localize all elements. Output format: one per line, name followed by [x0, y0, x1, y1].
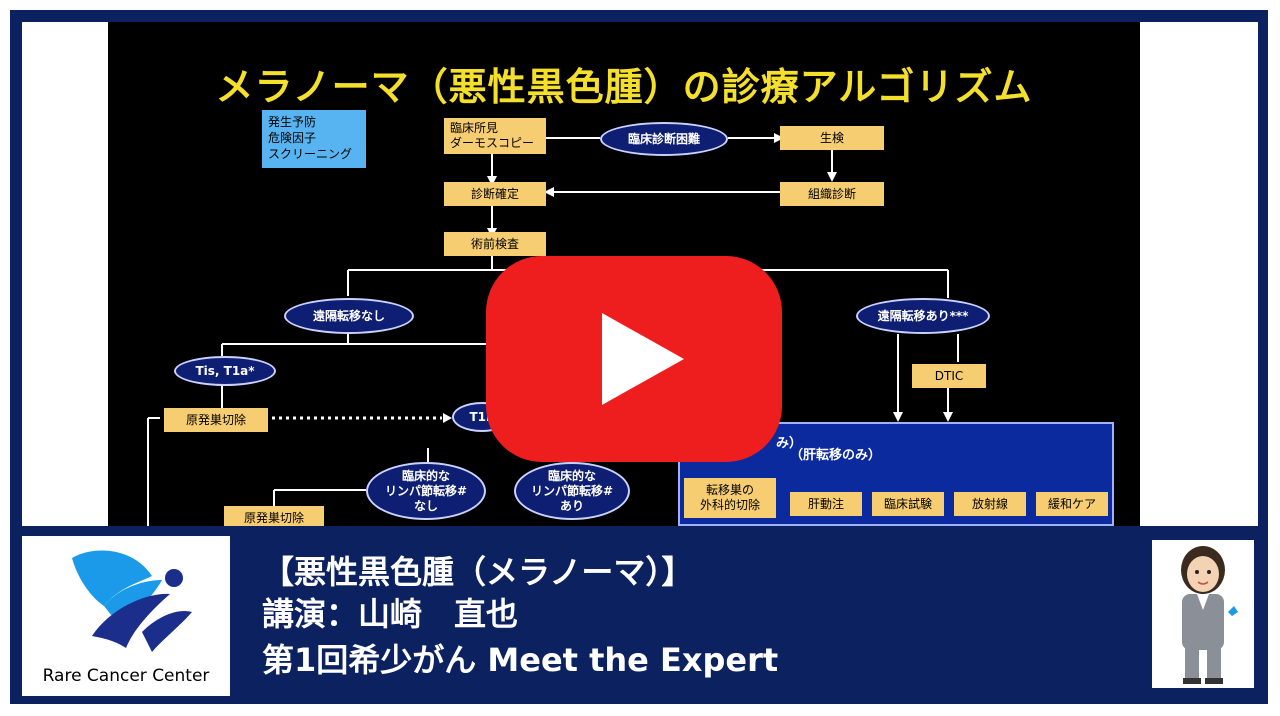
no-distant-metastasis-oval: 遠隔転移なし: [284, 298, 414, 334]
prevention-line: スクリーニング: [268, 147, 353, 161]
logo-text: Rare Cancer Center: [42, 666, 210, 686]
prevention-line: 発生予防: [268, 115, 317, 129]
ln-negative-line: リンパ節転移#: [384, 483, 468, 498]
ln-negative-line: なし: [413, 498, 438, 513]
slide-title: メラノーマ（悪性黒色腫）の診療アルゴリズム: [215, 65, 1033, 109]
treatment-surgery-box: 転移巣の 外科的切除: [684, 478, 776, 518]
preop-exam-box: 術前検査: [444, 232, 546, 256]
ln-positive-line: リンパ節転移#: [530, 483, 614, 498]
caption-line-3: 第1回希少がん Meet the Expert: [262, 641, 779, 679]
treatment-radiation-box: 放射線: [954, 492, 1026, 516]
caption-line-2: 講演：山崎 直也: [262, 595, 519, 633]
histology-box: 組織診断: [780, 182, 884, 206]
diagnosis-confirmed-box: 診断確定: [444, 182, 546, 206]
caption-line-1: 【悪性黒色腫（メラノーマ）】: [262, 553, 694, 591]
clinical-findings-line: 臨床所見: [450, 121, 499, 135]
ln-positive-line: あり: [559, 498, 584, 513]
tis-t1a-oval: Tis, T1a*: [174, 356, 276, 386]
panel-note-liver: （肝転移のみ）: [790, 448, 882, 463]
ln-positive-line: 臨床的な: [547, 468, 596, 483]
logo-mark-icon: [72, 550, 192, 652]
ln-negative-line: 臨床的な: [401, 468, 450, 483]
treatment-hepatic-infusion-box: 肝動注: [790, 492, 862, 516]
dtic-box: DTIC: [912, 364, 986, 388]
lymph-node-negative-oval: 臨床的な リンパ節転移# なし: [366, 462, 486, 520]
biopsy-box: 生検: [780, 126, 884, 150]
treatment-clinical-trial-box: 臨床試験: [872, 492, 944, 516]
treatment-palliative-box: 緩和ケア: [1036, 492, 1108, 516]
lymph-node-positive-oval: 臨床的な リンパ節転移# あり: [514, 462, 630, 520]
rare-cancer-center-logo: Rare Cancer Center: [22, 536, 230, 696]
play-icon: [602, 313, 684, 405]
panel-note-left: み）: [776, 436, 803, 451]
prevention-box: 発生予防 危険因子 スクリーニング: [262, 110, 366, 168]
speaker-avatar: [1152, 540, 1254, 688]
primary-excision-box-2: 原発巣切除: [224, 506, 324, 526]
prevention-line: 危険因子: [268, 131, 317, 145]
primary-excision-box: 原発巣切除: [164, 408, 268, 432]
youtube-play-button[interactable]: [486, 256, 782, 462]
clinical-findings-box: 臨床所見 ダーモスコピー: [444, 118, 546, 154]
speaker-illustration-icon: [1181, 546, 1238, 684]
clinical-findings-line: ダーモスコピー: [450, 136, 535, 150]
difficult-diagnosis-oval: 臨床診断困難: [600, 122, 728, 156]
distant-metastasis-oval: 遠隔転移あり***: [856, 298, 990, 334]
